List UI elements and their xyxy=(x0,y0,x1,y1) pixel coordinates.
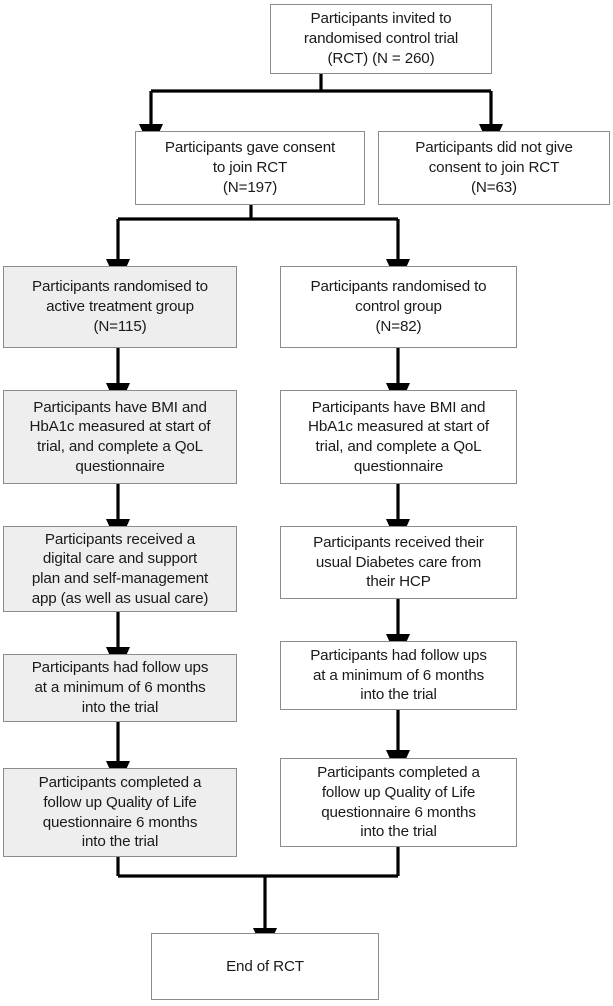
node-consent-no-label: Participants did not give consent to joi… xyxy=(415,139,573,196)
node-qol-active: Participants completed a follow up Quali… xyxy=(3,768,237,857)
node-qol-control-label: Participants completed a follow up Quali… xyxy=(317,764,480,841)
node-baseline-active: Participants have BMI and HbA1c measured… xyxy=(3,390,237,484)
node-consent-yes-label: Participants gave consent to join RCT (N… xyxy=(164,139,336,196)
node-end-of-rct-label: End of RCT xyxy=(226,957,304,975)
node-intervention-active: Participants received a digital care and… xyxy=(3,526,237,612)
node-consent-yes: Participants gave consent to join RCT (N… xyxy=(135,131,365,205)
node-randomised-control-label: Participants randomised to control group… xyxy=(310,278,487,335)
node-randomised-active: Participants randomised to active treatm… xyxy=(3,266,237,348)
node-baseline-control: Participants have BMI and HbA1c measured… xyxy=(280,390,517,484)
node-intervention-active-label: Participants received a digital care and… xyxy=(31,530,209,607)
node-intervention-control: Participants received their usual Diabet… xyxy=(280,526,517,599)
node-randomised-active-label: Participants randomised to active treatm… xyxy=(32,278,208,335)
node-followup-control: Participants had follow ups at a minimum… xyxy=(280,641,517,710)
node-followup-control-label: Participants had follow ups at a minimum… xyxy=(310,646,487,704)
node-end-of-rct: End of RCT xyxy=(151,933,379,1000)
node-invited: Participants invited to randomised contr… xyxy=(270,4,492,74)
node-consent-no: Participants did not give consent to joi… xyxy=(378,131,610,205)
node-qol-active-label: Participants completed a follow up Quali… xyxy=(38,774,202,851)
node-followup-active-label: Participants had follow ups at a minimum… xyxy=(31,659,209,716)
node-randomised-control: Participants randomised to control group… xyxy=(280,266,517,348)
node-intervention-control-label: Participants received their usual Diabet… xyxy=(313,533,484,591)
node-baseline-active-label: Participants have BMI and HbA1c measured… xyxy=(29,398,211,475)
node-qol-control: Participants completed a follow up Quali… xyxy=(280,758,517,847)
node-baseline-control-label: Participants have BMI and HbA1c measured… xyxy=(308,398,489,475)
node-invited-label: Participants invited to randomised contr… xyxy=(303,10,459,67)
node-followup-active: Participants had follow ups at a minimum… xyxy=(3,654,237,722)
